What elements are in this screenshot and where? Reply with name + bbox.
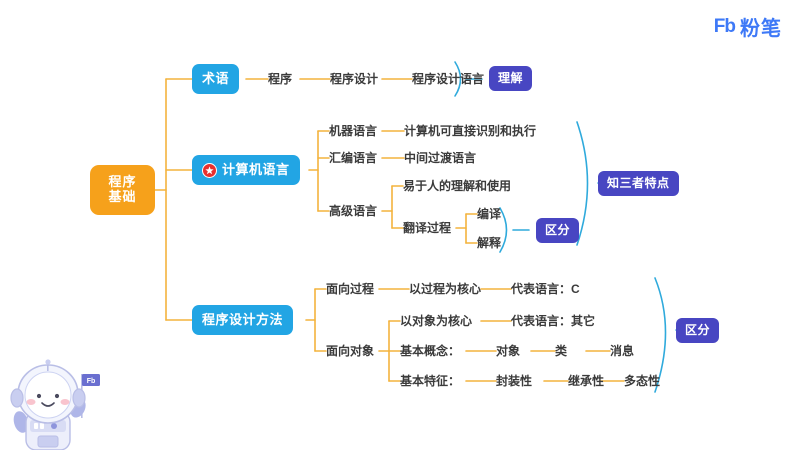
leaf-feature-polymorphism: 多态性 [624, 374, 661, 388]
tag-node-distinguish-translation[interactable]: 区分 [536, 218, 580, 243]
leaf-translation-process: 翻译过程 [403, 221, 452, 235]
leaf-basic-features: 基本特征： [400, 374, 461, 388]
tag-label-distinguish-translation: 区分 [545, 222, 571, 237]
branch-node-terminology[interactable]: 术语 [192, 64, 240, 94]
leaf-concept-message: 消息 [610, 344, 635, 358]
tag-label-know-three-traits: 知三者特点 [607, 175, 670, 190]
svg-text:Fb: Fb [87, 378, 96, 385]
leaf-process-language: 代表语言：C [511, 282, 580, 296]
branch-node-design-method[interactable]: 程序设计方法 [192, 305, 294, 335]
branch-node-computer-language[interactable]: 计算机语言 [192, 155, 300, 185]
astronaut-mascot: Fb [10, 359, 100, 450]
leaf-terminology-3: 程序设计语言 [412, 72, 485, 86]
leaf-feature-inheritance: 继承性 [568, 374, 605, 388]
leaf-terminology-1: 程序 [268, 72, 293, 86]
tag-node-distinguish-method[interactable]: 区分 [676, 318, 720, 343]
leaf-concept-object: 对象 [496, 344, 521, 358]
leaf-terminology-2: 程序设计 [330, 72, 379, 86]
leaf-object-core: 以对象为核心 [400, 314, 473, 328]
leaf-machine-language-detail: 计算机可直接识别和执行 [404, 124, 537, 138]
leaf-process-oriented: 面向过程 [326, 282, 375, 296]
leaf-assembly-language: 汇编语言 [329, 151, 378, 165]
leaf-feature-encapsulation: 封装性 [496, 374, 533, 388]
leaf-high-level-language: 高级语言 [329, 204, 378, 218]
fenbi-mark-icon: Fb [713, 15, 736, 37]
leaf-object-oriented: 面向对象 [326, 344, 375, 358]
root-label-line1: 程序 [108, 174, 137, 190]
tag-node-understand[interactable]: 理解 [489, 66, 533, 91]
leaf-basic-concepts: 基本概念： [400, 344, 461, 358]
leaf-high-level-easy-to-use: 易于人的理解和使用 [403, 179, 512, 193]
leaf-interpret: 解释 [477, 236, 502, 250]
tag-label-distinguish-method: 区分 [685, 322, 711, 337]
branch-label-terminology: 术语 [202, 70, 230, 86]
leaf-compile: 编译 [477, 207, 502, 221]
tag-node-know-three-traits[interactable]: 知三者特点 [598, 171, 679, 196]
root-node[interactable]: 程序 基础 [90, 165, 155, 215]
brand-logo: Fb 粉笔 [714, 12, 782, 41]
brand-name: 粉笔 [740, 18, 782, 40]
leaf-process-core: 以过程为核心 [409, 282, 482, 296]
tag-label-understand: 理解 [498, 70, 524, 85]
leaf-concept-class: 类 [555, 344, 568, 358]
leaf-machine-language: 机器语言 [329, 124, 378, 138]
star-icon [202, 162, 217, 178]
branch-label-design-method: 程序设计方法 [202, 311, 284, 327]
leaf-assembly-language-detail: 中间过渡语言 [404, 151, 477, 165]
leaf-object-language: 代表语言：其它 [511, 314, 596, 328]
root-label-line2: 基础 [108, 189, 137, 204]
branch-label-computer-language: 计算机语言 [222, 161, 290, 177]
